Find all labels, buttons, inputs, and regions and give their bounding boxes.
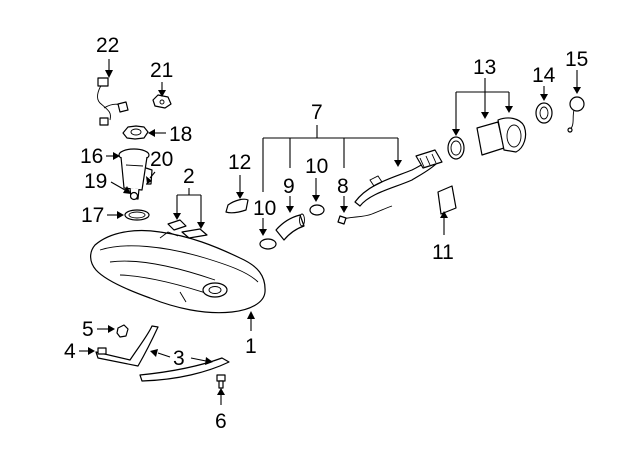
callout-14: 14 xyxy=(532,64,556,87)
callout-3: 3 xyxy=(173,347,185,370)
callout-11: 11 xyxy=(432,241,454,264)
filler-hose-part xyxy=(275,213,305,241)
callout-17: 17 xyxy=(81,204,104,227)
callout-22: 22 xyxy=(96,34,119,57)
heat-shield-part xyxy=(225,198,249,214)
hose-clamp-part xyxy=(259,204,325,250)
fuel-cap-part xyxy=(567,96,585,133)
callout-16: 16 xyxy=(80,145,103,168)
callout-2: 2 xyxy=(183,165,195,188)
shield-part xyxy=(167,219,208,239)
callout-1: 1 xyxy=(245,335,257,358)
tank-strap-part xyxy=(95,325,230,382)
filler-neck-part xyxy=(354,149,443,207)
splash-shield-part xyxy=(437,185,457,215)
callout-12: 12 xyxy=(228,151,251,174)
bracket-part xyxy=(152,94,172,109)
o-ring-part xyxy=(124,209,150,221)
filler-housing-part xyxy=(447,117,527,160)
callout-5: 5 xyxy=(82,318,94,341)
callout-20: 20 xyxy=(150,148,173,171)
fuel-tank-part xyxy=(90,229,266,314)
callout-6: 6 xyxy=(215,410,227,433)
callout-9: 9 xyxy=(283,175,295,198)
callout-13: 13 xyxy=(473,56,496,79)
callout-8: 8 xyxy=(337,175,349,198)
lock-ring-part xyxy=(122,125,149,140)
leader-lines xyxy=(79,59,581,405)
strap-bolt-part xyxy=(97,347,107,355)
callout-4: 4 xyxy=(64,340,76,363)
callout-10-left: 10 xyxy=(253,197,276,220)
callout-labels: 22 21 18 16 20 19 17 2 12 7 10 9 8 10 11… xyxy=(64,34,588,433)
callout-15: 15 xyxy=(565,48,588,71)
bezel-part xyxy=(535,102,553,124)
callout-18: 18 xyxy=(169,123,192,146)
bolt-part xyxy=(216,374,226,389)
callout-10-top: 10 xyxy=(305,155,328,178)
callout-7: 7 xyxy=(311,101,323,124)
fuel-pump-module-part xyxy=(118,148,153,201)
callout-19: 19 xyxy=(84,170,107,193)
vent-pipe-part xyxy=(337,205,393,225)
wiring-harness-part xyxy=(96,77,129,126)
nut-part xyxy=(116,324,129,338)
callout-21: 21 xyxy=(150,59,173,82)
